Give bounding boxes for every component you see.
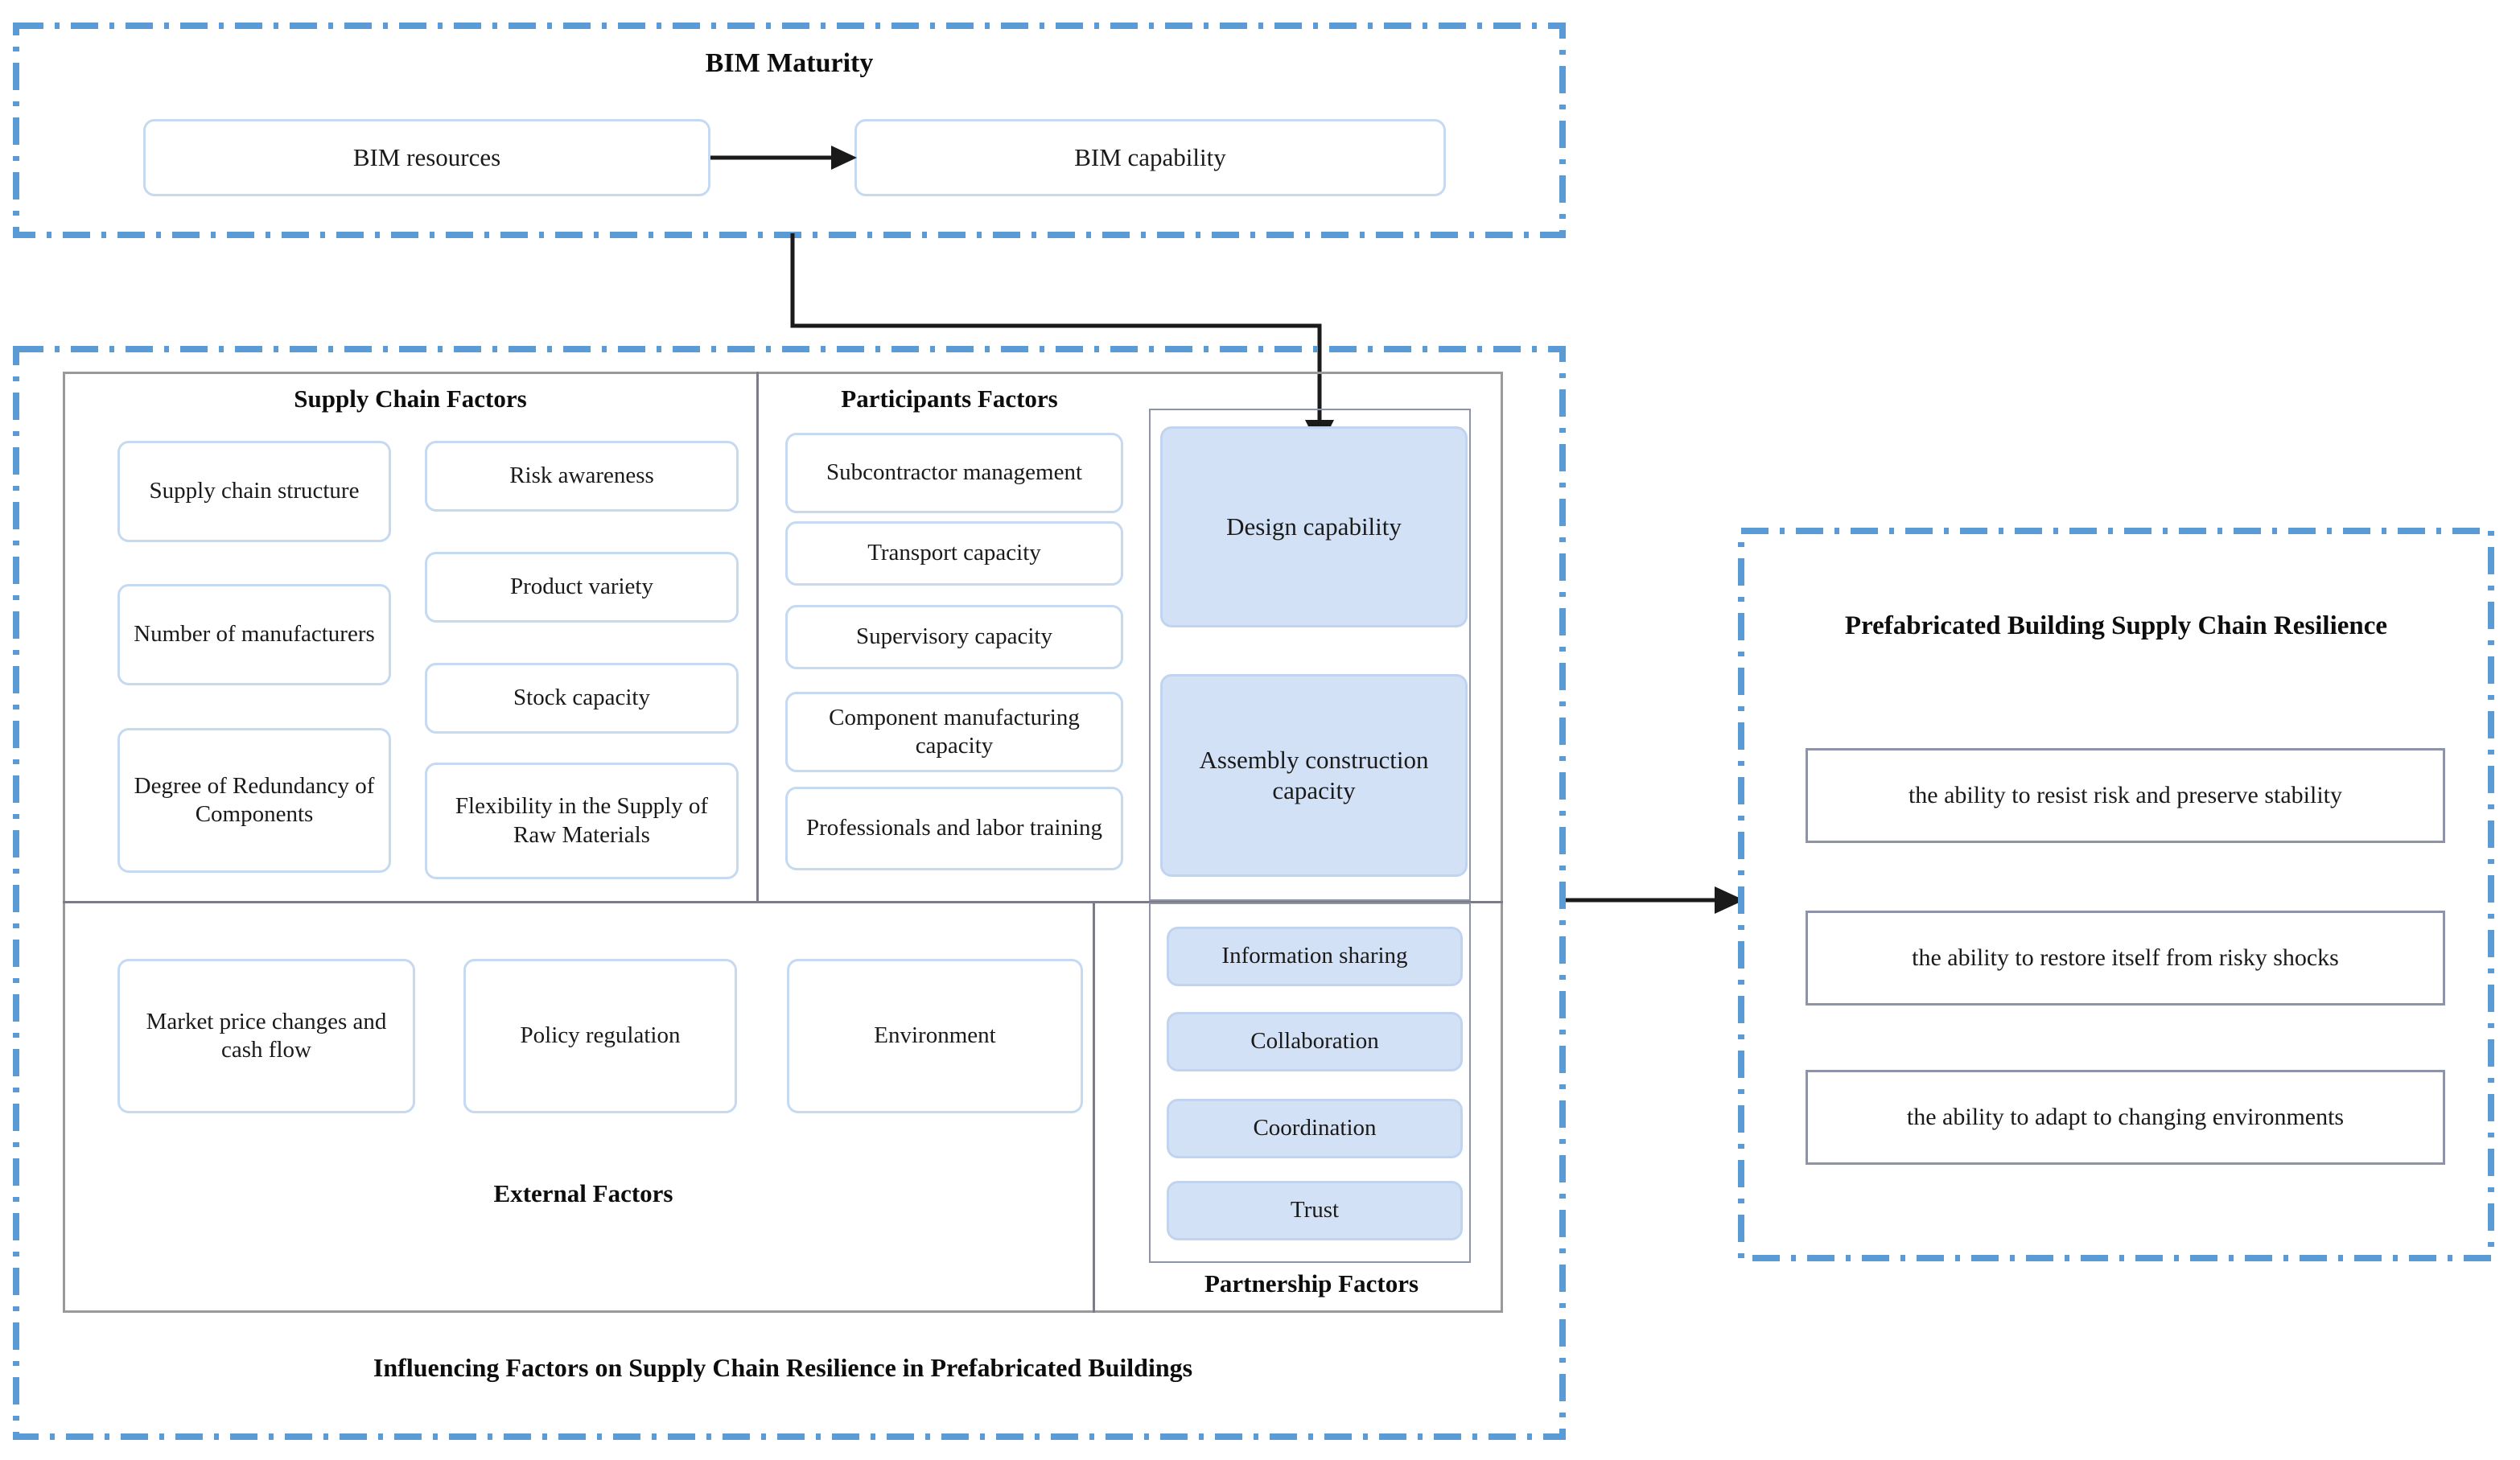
node-risk-awareness[interactable]: Risk awareness — [425, 441, 739, 512]
factors-panel — [63, 372, 1503, 1313]
node-label: Design capability — [1226, 512, 1402, 541]
node-label: Assembly construction capacity — [1199, 746, 1429, 804]
bim-maturity-title: BIM Maturity — [705, 48, 874, 78]
node-label: Flexibility in the Supply of Raw Materia… — [455, 793, 709, 848]
node-supply-chain-structure[interactable]: Supply chain structure — [117, 441, 391, 542]
node-environment[interactable]: Environment — [787, 959, 1083, 1113]
node-flexibility-in-supply-of-raw-materials[interactable]: Flexibility in the Supply of Raw Materia… — [425, 763, 739, 879]
node-label: BIM capability — [1074, 143, 1226, 172]
divider-external-partnership — [1093, 901, 1095, 1313]
node-label: Subcontractor management — [826, 459, 1083, 486]
node-information-sharing[interactable]: Information sharing — [1167, 927, 1463, 986]
arrow-factors-to-resilience — [1566, 886, 1744, 914]
node-design-capability[interactable]: Design capability — [1160, 426, 1468, 627]
node-resist-risk-preserve-stability[interactable]: the ability to resist risk and preserve … — [1806, 748, 2445, 843]
divider-supply-participants — [756, 372, 759, 903]
partnership-factors-box — [1149, 903, 1471, 1263]
divider-upper-lower — [63, 901, 1503, 903]
node-label: Information sharing — [1221, 943, 1408, 969]
node-label: Product variety — [510, 574, 653, 600]
node-subcontractor-management[interactable]: Subcontractor management — [785, 433, 1123, 513]
node-label: Collaboration — [1250, 1028, 1379, 1055]
node-label: Trust — [1290, 1197, 1340, 1224]
node-product-variety[interactable]: Product variety — [425, 552, 739, 623]
node-restore-from-risky-shocks[interactable]: the ability to restore itself from risky… — [1806, 911, 2445, 1006]
node-market-price-changes-and-cash-flow[interactable]: Market price changes and cash flow — [117, 959, 415, 1113]
node-supervisory-capacity[interactable]: Supervisory capacity — [785, 605, 1123, 669]
influencing-factors-frame — [13, 346, 1566, 1440]
capability-column-box — [1149, 409, 1471, 901]
partnership-factors-title: Partnership Factors — [1204, 1269, 1419, 1298]
node-adapt-to-changing-environments[interactable]: the ability to adapt to changing environ… — [1806, 1070, 2445, 1165]
node-assembly-construction-capacity[interactable]: Assembly construction capacity — [1160, 674, 1468, 877]
node-label: Environment — [874, 1022, 996, 1049]
node-stock-capacity[interactable]: Stock capacity — [425, 663, 739, 734]
node-label: the ability to adapt to changing environ… — [1906, 1103, 2345, 1130]
node-label: Supervisory capacity — [855, 623, 1052, 650]
node-bim-capability[interactable]: BIM capability — [854, 119, 1446, 196]
supply-chain-factors-title: Supply Chain Factors — [294, 385, 527, 413]
node-transport-capacity[interactable]: Transport capacity — [785, 521, 1123, 586]
node-label: the ability to resist risk and preserve … — [1908, 781, 2343, 808]
participants-factors-title: Participants Factors — [841, 385, 1058, 413]
node-label: Market price changes and cash flow — [146, 1008, 387, 1063]
node-component-manufacturing-capacity[interactable]: Component manufacturing capacity — [785, 692, 1123, 772]
node-trust[interactable]: Trust — [1167, 1181, 1463, 1240]
node-collaboration[interactable]: Collaboration — [1167, 1012, 1463, 1071]
node-label: Professionals and labor training — [805, 815, 1103, 841]
node-bim-resources[interactable]: BIM resources — [143, 119, 710, 196]
resilience-title: Prefabricated Building Supply Chain Resi… — [1844, 611, 2388, 640]
node-label: Degree of Redundancy of Components — [134, 772, 375, 827]
node-number-of-manufacturers[interactable]: Number of manufacturers — [117, 584, 391, 685]
node-label: Risk awareness — [509, 463, 654, 489]
node-label: Number of manufacturers — [134, 621, 375, 648]
influencing-factors-caption: Influencing Factors on Supply Chain Resi… — [373, 1353, 1193, 1382]
node-policy-regulation[interactable]: Policy regulation — [463, 959, 737, 1113]
resilience-frame — [1738, 528, 2494, 1261]
node-label: Stock capacity — [513, 685, 650, 711]
node-label: Component manufacturing capacity — [829, 704, 1080, 759]
bim-maturity-frame — [13, 23, 1566, 238]
node-label: Policy regulation — [520, 1022, 681, 1049]
node-label: Supply chain structure — [149, 478, 360, 504]
node-label: Transport capacity — [867, 540, 1041, 566]
node-degree-of-redundancy-of-components[interactable]: Degree of Redundancy of Components — [117, 728, 391, 873]
node-label: the ability to restore itself from risky… — [1912, 944, 2339, 971]
external-factors-title: External Factors — [493, 1179, 673, 1207]
node-label: Coordination — [1253, 1115, 1377, 1141]
node-coordination[interactable]: Coordination — [1167, 1099, 1463, 1158]
node-professionals-and-labor-training[interactable]: Professionals and labor training — [785, 787, 1123, 870]
node-label: BIM resources — [352, 143, 501, 172]
